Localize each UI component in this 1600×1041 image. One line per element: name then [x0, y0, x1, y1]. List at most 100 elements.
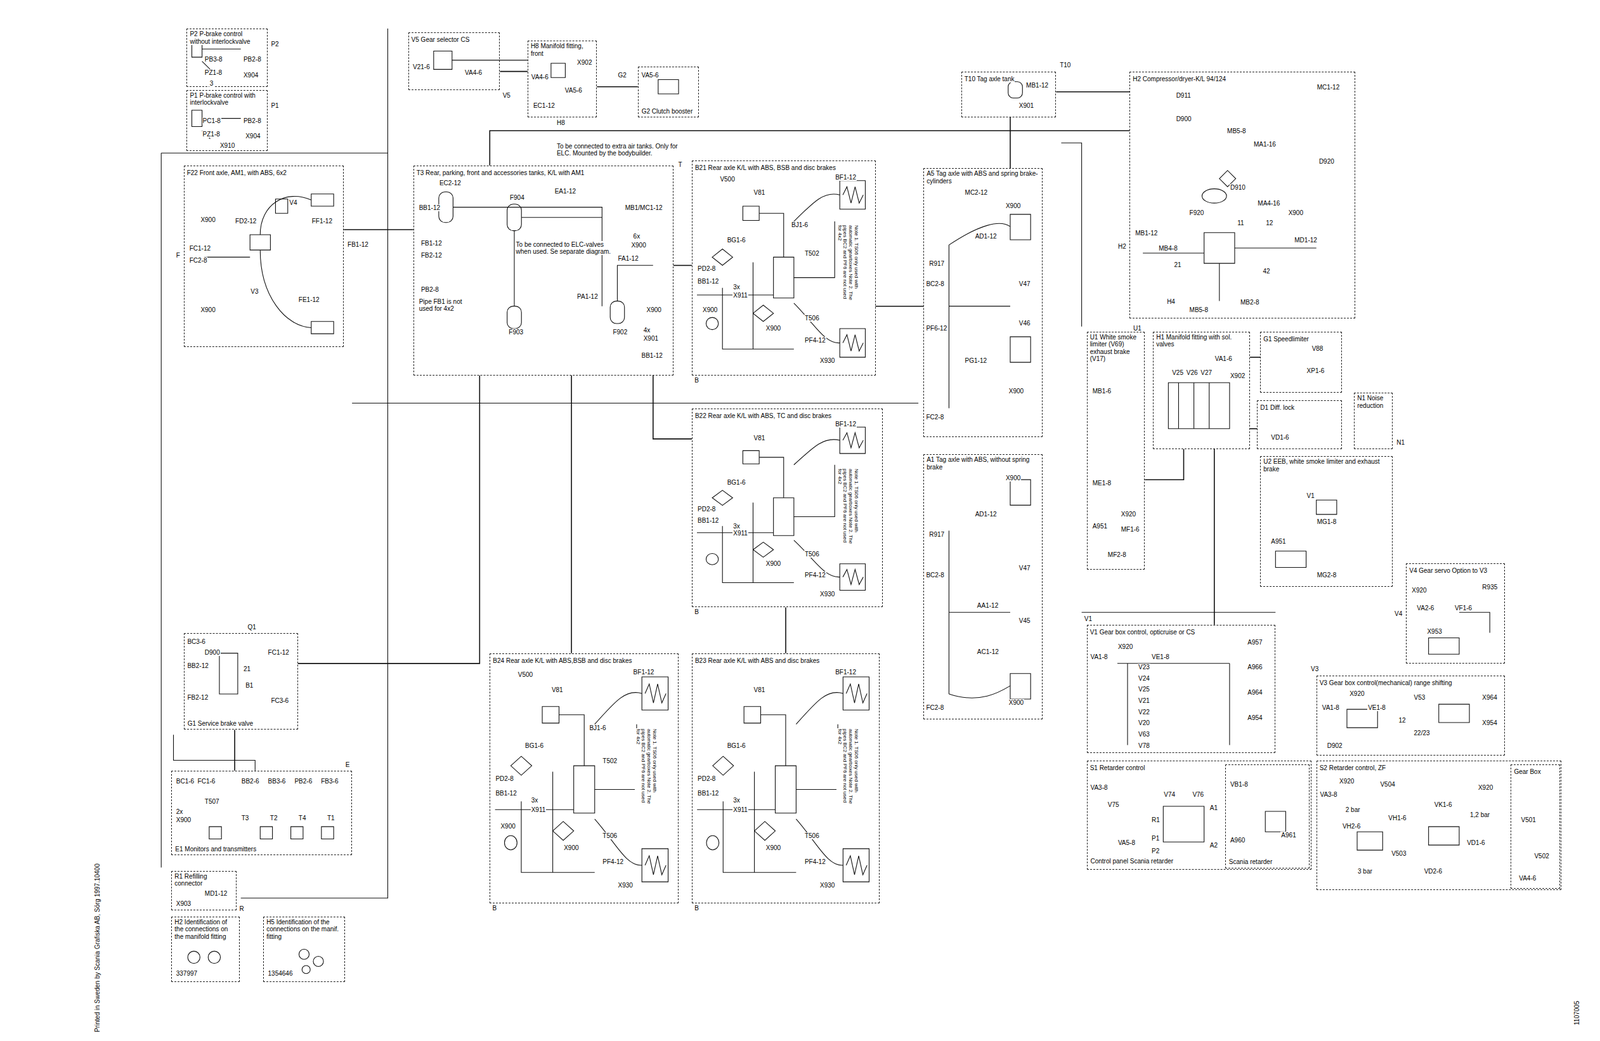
pipe-label: X911 — [732, 806, 749, 814]
pipe-label: V26 — [1185, 369, 1199, 377]
group-box: G1 Speedlimiter — [1260, 331, 1342, 394]
pipe-label: VA1-8 — [1321, 703, 1340, 711]
pipe-label: V76 — [1191, 790, 1205, 798]
rotated-note: Note 1. TS06 only used with automatic ge… — [836, 728, 859, 806]
pipe-line — [551, 63, 566, 79]
pipe-connector — [499, 71, 528, 73]
pipe-line — [1008, 81, 1023, 99]
pipe-label: A954 — [1246, 714, 1263, 722]
pipe-label: A966 — [1246, 663, 1263, 671]
pipe-connector — [875, 305, 924, 307]
pipe-label: N1 — [1395, 438, 1406, 446]
group-title: T3 Rear, parking, front and accessories … — [416, 169, 586, 177]
pipe-label: P2 — [270, 40, 280, 48]
group-box: N1 Noise reduction — [1353, 392, 1393, 449]
group-title: Gear Box — [1513, 767, 1542, 776]
pipe-label: PB2-6 — [293, 777, 313, 785]
pipe-label: BF1-12 — [834, 173, 857, 181]
pipe-label: R917 — [928, 260, 945, 267]
pipe-label: A2 — [1209, 841, 1219, 849]
pipe-label: A957 — [1246, 638, 1263, 646]
pipe-line — [495, 676, 669, 882]
pipe-label: V21-6 — [412, 63, 431, 71]
group-title: H1 Manifold fitting with sol. valves — [1155, 333, 1248, 349]
pipe-connector — [1055, 91, 1130, 93]
pipe-line — [1438, 703, 1470, 723]
pipe-label: 3x — [732, 283, 741, 291]
rotated-note: Note 1. TS06 only used with automatic ge… — [634, 728, 657, 806]
pipe-line — [452, 59, 528, 61]
pipe-label: FC2-8 — [925, 703, 945, 711]
pipe-line — [1428, 637, 1460, 655]
pipe-label: PB2-8 — [420, 286, 440, 293]
pipe-label: D910 — [1229, 183, 1247, 191]
pipe-label: X900 — [765, 324, 782, 332]
pipe-label: T10 — [1059, 61, 1072, 69]
pipe-label: T — [677, 161, 683, 169]
pipe-label: X902 — [576, 58, 593, 66]
pipe-label: F — [175, 251, 181, 259]
pipe-label: FD2-12 — [234, 217, 257, 225]
pipe-label: F902 — [611, 328, 628, 336]
pipe-label: T506 — [804, 550, 820, 558]
pipe-label: BC3-6 — [186, 637, 206, 645]
pipe-label: VB1-8 — [1229, 780, 1249, 788]
pipe-label: VF1-6 — [1454, 604, 1473, 612]
group-title: V5 Gear selector CS — [410, 36, 471, 44]
pipe-label: VE1-8 — [1151, 653, 1171, 661]
group-box: H1 Manifold fitting with sol. valves — [1152, 331, 1250, 449]
pipe-connector — [343, 228, 414, 231]
pipe-label: T3 — [240, 814, 250, 822]
pipe-label: H8 — [556, 119, 566, 127]
pipe-label: X964 — [1481, 693, 1498, 701]
pipe-label: MD1-12 — [204, 889, 229, 897]
group-box: S1 Retarder controlScania retarder — [1086, 760, 1312, 870]
pipe-label: V5 — [502, 91, 512, 99]
group-title: B23 Rear axle K/L with ABS and disc brak… — [694, 656, 820, 665]
pipe-label: BG1-6 — [726, 741, 747, 749]
pipe-label: BB1-12 — [696, 516, 720, 524]
pipe-label: T506 — [804, 832, 820, 840]
pipe-label: X902 — [1229, 372, 1246, 380]
group-box: U1 White smoke limiter (V69) exhaust bra… — [1086, 331, 1146, 570]
pipe-label: MB1-6 — [1092, 387, 1112, 395]
pipe-label: FB1-12 — [346, 240, 370, 248]
group-title: Scania retarder — [1228, 858, 1273, 866]
pipe-label: X900 — [199, 216, 216, 224]
pipe-line — [1010, 479, 1031, 505]
pipe-label: V502 — [1533, 852, 1550, 860]
pipe-label: AA1-12 — [976, 601, 999, 609]
pipe-label: B — [693, 904, 700, 912]
pipe-label: VA3-8 — [1089, 783, 1108, 791]
pipe-label: Pipe FB1 is not used for 4x2 — [418, 298, 476, 313]
group-title: H2 Identification of the connections on … — [173, 918, 238, 941]
group-box: V4 Gear servo Option to V3 — [1405, 563, 1505, 664]
pipe-label: T502 — [601, 757, 618, 765]
pipe-label: X930 — [819, 881, 836, 889]
pipe-label: X901 — [1018, 102, 1035, 110]
pipe-label: MF2-8 — [1107, 551, 1127, 559]
pipe-line — [187, 950, 200, 963]
pipe-label: PF4-12 — [601, 858, 625, 866]
pipe-label: X900 — [563, 844, 579, 852]
pipe-line — [1117, 663, 1230, 746]
pipe-line — [219, 653, 238, 694]
pipe-label: PF6-12 — [925, 324, 948, 332]
pipe-line — [1201, 188, 1227, 204]
pipe-label: FB2-12 — [420, 251, 443, 259]
group-title: G1 Speedlimiter — [1262, 335, 1310, 344]
pipe-label: FC2-8 — [188, 256, 209, 264]
pipe-label: A961 — [1280, 831, 1297, 839]
pipe-label: D902 — [1326, 741, 1344, 749]
pipe-label: V500 — [517, 670, 534, 678]
pipe-label: EA1-12 — [554, 187, 577, 195]
pipe-label: 2 bar — [1345, 806, 1361, 814]
pipe-label: 3 — [209, 79, 215, 87]
pipe-label: V27 — [1199, 369, 1213, 377]
pipe-connector — [653, 375, 692, 439]
pipe-label: X903 — [175, 899, 192, 907]
pipe-label: BF1-12 — [632, 668, 656, 676]
pipe-label: T506 — [601, 832, 618, 840]
pipe-label: MG1-8 — [1316, 518, 1338, 526]
